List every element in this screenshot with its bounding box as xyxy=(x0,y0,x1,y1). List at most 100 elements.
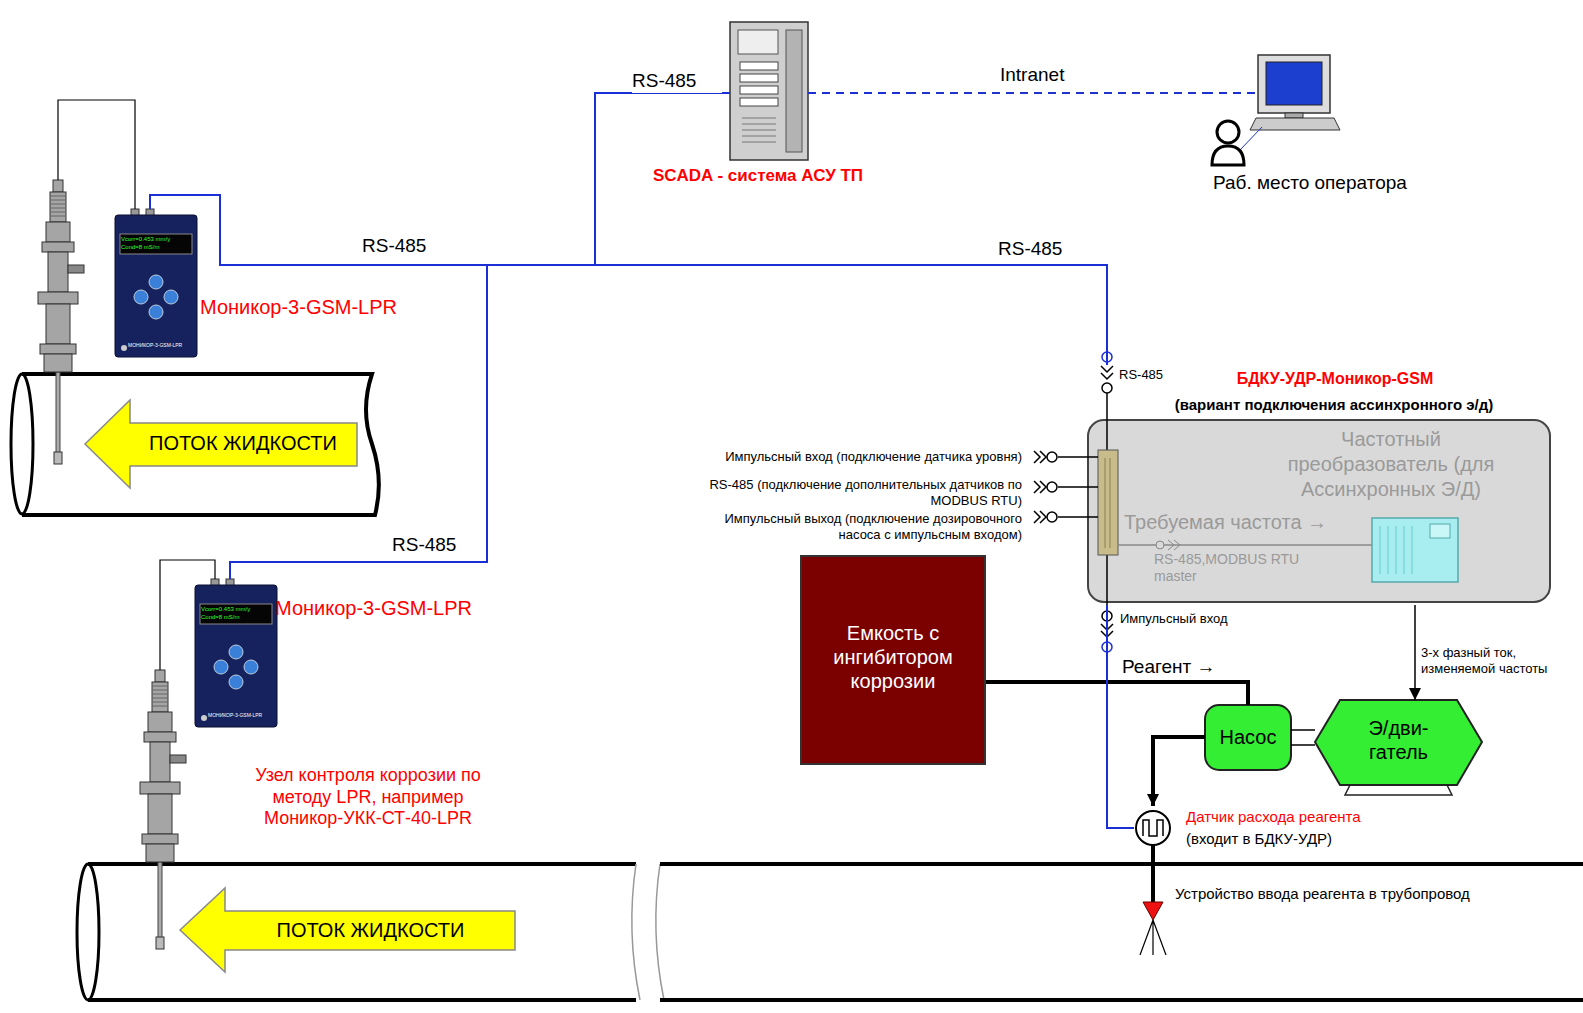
monitor-device xyxy=(195,585,277,727)
connector xyxy=(230,93,608,579)
workstation-icon xyxy=(1240,127,1262,150)
server-icon xyxy=(730,22,808,160)
connector-label: 3-х фазный ток, изменяемой частоты xyxy=(1421,645,1571,676)
workstation-icon xyxy=(1212,55,1340,165)
terminal-symbol xyxy=(1047,512,1057,522)
monitor-node: Моникор-3-GSM-LPR xyxy=(192,579,522,728)
terminal-symbol xyxy=(1034,451,1046,523)
pump-symbol xyxy=(1205,705,1315,770)
monitor-device xyxy=(195,579,277,727)
annotation: RS-485 (подключение дополнительных датчи… xyxy=(672,477,1022,508)
pipe-bottom xyxy=(88,864,636,1000)
screen-text: Cond=8 mS/m xyxy=(201,614,271,621)
connector xyxy=(1291,729,1315,731)
corrosion-probe xyxy=(38,180,186,949)
server-icon xyxy=(740,86,778,94)
server-icon xyxy=(740,62,778,70)
dosing-block-housing xyxy=(1105,458,1110,548)
motor-symbol xyxy=(1315,700,1482,795)
corrosion-probe xyxy=(53,180,63,192)
corrosion-probe xyxy=(146,844,174,862)
node-text: Насос xyxy=(1205,725,1291,749)
injection-device xyxy=(1140,845,1166,955)
dosing-block-housing xyxy=(1430,524,1450,538)
workstation-node: Раб. место оператора xyxy=(1205,50,1465,200)
dosing-block-housing xyxy=(1168,540,1180,550)
screen-text: МОНИКОР-3-GSM-LPR xyxy=(128,343,194,349)
terminal-symbol xyxy=(1034,352,1113,652)
node-text: Частотный преобразователь (для Ассинхрон… xyxy=(1260,427,1522,502)
corrosion-probe xyxy=(44,354,72,372)
corrosion-probe xyxy=(50,196,66,197)
dosing-block-housing xyxy=(1088,420,1550,602)
monitor-device xyxy=(115,215,197,357)
connector xyxy=(1107,605,1134,828)
motor-symbol xyxy=(1315,700,1482,785)
corrosion-probe xyxy=(50,208,66,209)
terminal-symbol xyxy=(1101,366,1113,379)
monitor-device xyxy=(121,345,127,351)
corrosion-probe xyxy=(140,782,180,794)
flow-arrow xyxy=(85,400,515,972)
connector xyxy=(1153,737,1205,806)
workstation-icon xyxy=(1217,121,1239,143)
connector-label: RS-485 xyxy=(362,235,452,258)
corrosion-probe xyxy=(38,180,84,464)
flow-arrow-node: ПОТОК ЖИДКОСТИ xyxy=(128,421,358,468)
server-node: SCADA - система АСУ ТП xyxy=(608,20,908,190)
dosing-block-housing xyxy=(1372,518,1458,582)
connector xyxy=(908,92,1205,94)
flow-sensor-symbol xyxy=(1136,811,1170,845)
injection-device xyxy=(1140,920,1166,955)
corrosion-probe xyxy=(40,344,76,354)
corrosion-probe xyxy=(152,698,168,699)
injection-device xyxy=(1151,845,1155,902)
monitor-node: Моникор-3-GSM-LPR xyxy=(112,209,442,358)
monitor-device xyxy=(229,675,243,689)
corrosion-probe xyxy=(142,834,178,844)
connector-label: RS-485 xyxy=(392,534,482,557)
server-icon xyxy=(738,30,778,54)
corrosion-probe xyxy=(156,937,164,949)
node-text: ПОТОК ЖИДКОСТИ xyxy=(128,431,358,455)
connector-label: Импульсный вход xyxy=(1120,611,1250,627)
pump-symbol xyxy=(1205,705,1291,770)
corrosion-probe xyxy=(48,252,68,292)
monitor-device xyxy=(200,604,272,624)
node-text: БДКУ-УДР-Моникор-GSM xyxy=(1165,369,1505,388)
flow-arrow xyxy=(85,400,357,488)
corrosion-probe xyxy=(54,452,62,464)
terminal-symbol xyxy=(1047,452,1057,462)
screen-text: Cond=8 mS/m xyxy=(121,244,191,251)
monitor-device xyxy=(201,715,207,721)
corrosion-probe xyxy=(155,670,165,682)
corrosion-probe xyxy=(46,222,70,242)
connector xyxy=(1414,605,1416,700)
server-icon xyxy=(742,118,776,142)
pipe-top xyxy=(22,374,379,515)
corrosion-probe xyxy=(68,265,84,273)
monitor-device xyxy=(120,234,192,254)
corrosion-probe xyxy=(42,242,74,252)
workstation-icon xyxy=(1285,113,1303,118)
probe-cable xyxy=(58,100,135,209)
flow-sensor-node: Датчик расхода реагента(входит в БДКУ-УД… xyxy=(1134,806,1434,852)
pipe-top xyxy=(11,374,379,515)
node-text: Раб. место оператора xyxy=(1213,172,1463,195)
screen-text: Vcorr=0.453 mm/y xyxy=(121,236,191,243)
annotation: Устройство ввода реагента в трубопровод xyxy=(1175,885,1575,903)
flow-sensor-symbol xyxy=(1136,811,1170,845)
corrosion-probe xyxy=(150,742,170,782)
monitor-device xyxy=(229,645,243,659)
connector-label: RS-485 xyxy=(998,238,1088,261)
flow-arrow xyxy=(180,888,515,972)
pipe-bottom xyxy=(77,864,99,1000)
node-text: Емкость с ингибитором коррозии xyxy=(816,621,970,693)
dosing-block-housing xyxy=(1098,450,1118,555)
inhibitor-tank: Емкость с ингибитором коррозии xyxy=(800,555,986,765)
node-text: Моникор-3-GSM-LPR xyxy=(200,295,438,319)
server-icon xyxy=(730,22,808,160)
node-text: ПОТОК ЖИДКОСТИ xyxy=(228,918,513,942)
